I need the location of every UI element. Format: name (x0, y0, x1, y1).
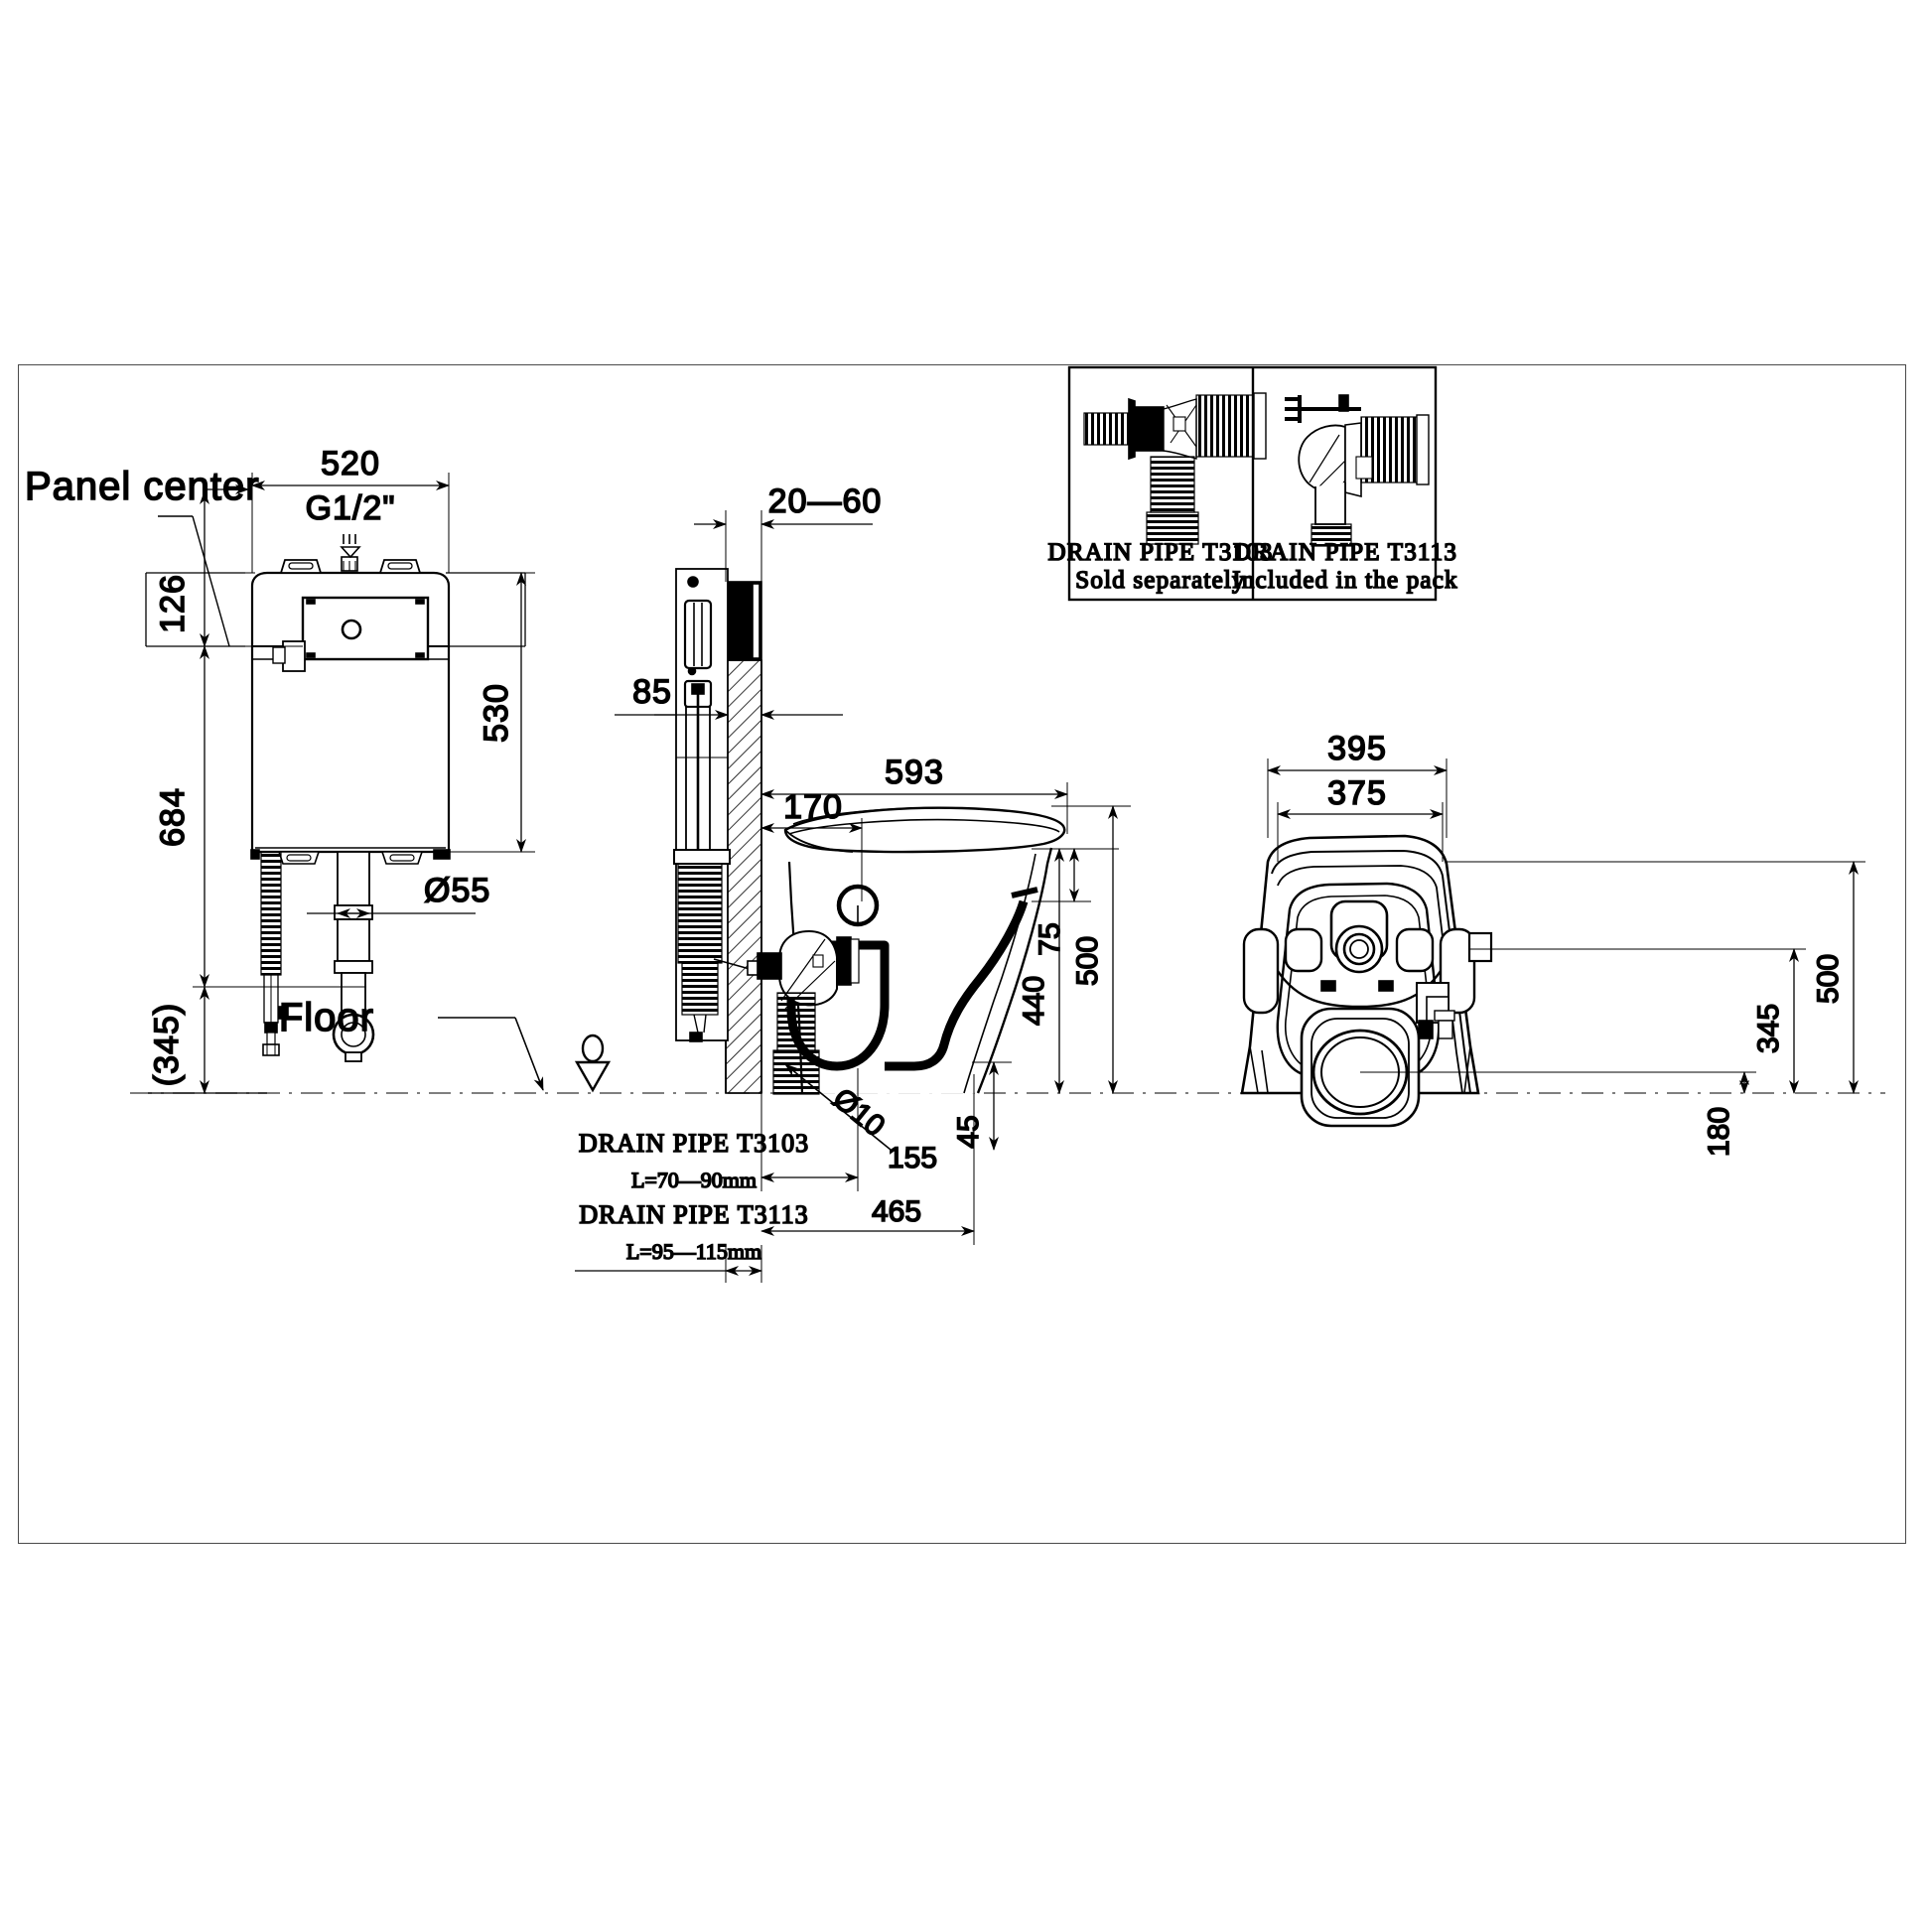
dim-projection-593: 593 (760, 753, 1068, 834)
dim-label-684: 684 (154, 787, 192, 847)
panel-center-label: Panel center (25, 465, 260, 508)
dim-outlet-offset-155: 155 (760, 1068, 938, 1191)
dim-label-345: (345) (148, 1003, 186, 1086)
dim-frame-depth-85: 85 (615, 672, 843, 720)
toilet-front-view: 395 375 500 345 (1240, 729, 1865, 1158)
dim-label-440: 440 (1018, 976, 1050, 1026)
legend-pipe-t3103-illustration (1083, 392, 1267, 545)
dim-top-offset-126: 126 (153, 490, 303, 647)
dim-label-155: 155 (888, 1142, 937, 1174)
dim-seat-offset-170: 170 (760, 787, 863, 901)
dim-label-465: 465 (872, 1195, 921, 1228)
dim-label-345: 345 (1752, 1004, 1785, 1053)
note-drain-t3113: DRAIN PIPE T3113 (579, 1200, 808, 1229)
dim-front-rim-height-345: 345 (1469, 948, 1806, 1094)
legend-subtitle-1: Included in the pack (1232, 567, 1457, 594)
dim-front-total-height-500: 500 (1447, 861, 1865, 1094)
dim-outlet-dia-55: Ø55 (307, 871, 490, 918)
note-drain-t3113-length: L=95—115mm (626, 1239, 761, 1264)
toilet-side-section-view: 20—60 85 593 170 (575, 482, 1131, 1283)
note-drain-t3103-length: L=70—90mm (631, 1168, 757, 1192)
dim-label-500-side: 500 (1071, 936, 1104, 986)
toilet-bowl-front (1300, 1007, 1421, 1128)
dim-label-126: 126 (154, 574, 192, 633)
dim-front-maxwidth-395: 395 (1267, 729, 1448, 838)
dim-label-170: 170 (783, 788, 843, 826)
dim-side-total-height-500: 500 (1051, 805, 1131, 1094)
dim-label-500-front: 500 (1812, 954, 1845, 1004)
level-datum-symbol (574, 1034, 612, 1093)
dim-label-20-60: 20—60 (768, 483, 883, 520)
legend-title-1: DRAIN PIPE T3113 (1233, 539, 1457, 566)
dim-cistern-height-530: 530 (449, 572, 535, 853)
dim-label-530: 530 (478, 683, 515, 743)
toilet-seat-profile (783, 806, 1066, 854)
dim-label-g12: G1/2" (306, 489, 396, 527)
drawing-sheet-border: DRAIN PIPE T3103 Sold separately DRAIN P… (18, 364, 1906, 1544)
side-valve-detail (1320, 980, 1455, 1039)
dim-label-45: 45 (952, 1115, 985, 1148)
dim-floor-gap-345: (345) (147, 986, 267, 1094)
dim-cistern-width-520: 520 (251, 444, 450, 573)
wall-section (725, 659, 762, 1094)
dim-outlet-height-45: 45 (951, 1061, 1012, 1151)
panel-center-leader (158, 484, 249, 647)
drain-pipe-legend-box: DRAIN PIPE T3103 Sold separately DRAIN P… (1047, 365, 1457, 602)
floor-leader (438, 1017, 544, 1091)
dim-label-75: 75 (1034, 922, 1066, 955)
dim-fixing-spread-465: 465 (760, 1074, 975, 1245)
dim-panel-height-684: 684 (153, 645, 366, 988)
legend-title-0: DRAIN PIPE T3103 (1047, 539, 1273, 566)
dim-front-bowlwidth-375: 375 (1277, 773, 1444, 862)
floor-label: Floor (279, 996, 374, 1039)
dim-label-593: 593 (885, 754, 944, 791)
supply-hose (260, 851, 282, 976)
dim-label-85: 85 (632, 673, 672, 711)
legend-pipe-t3113-illustration (1285, 394, 1430, 547)
technical-drawing-canvas: DRAIN PIPE T3103 Sold separately DRAIN P… (24, 365, 1885, 1283)
flush-plate-buttons (1242, 899, 1476, 1015)
dim-label-520: 520 (321, 445, 380, 483)
dim-label-395: 395 (1327, 730, 1387, 767)
dim-label-180: 180 (1703, 1107, 1735, 1157)
legend-subtitle-0: Sold separately (1075, 567, 1245, 594)
dim-wall-thickness-20-60: 20—60 (694, 482, 883, 582)
cistern-inspection-plate (301, 596, 430, 661)
note-drain-t3103: DRAIN PIPE T3103 (579, 1129, 809, 1158)
dim-front-outlet-height-180: 180 (1360, 1071, 1756, 1158)
dim-bowl-height-440: 440 (1017, 848, 1119, 1094)
dim-label-375: 375 (1327, 774, 1387, 812)
dim-label-d55: Ø55 (424, 872, 490, 909)
dim-wall-ref-bottom (575, 1245, 762, 1283)
cistern-front-view: 520 G1/2" 126 530 684 (24, 444, 612, 1094)
